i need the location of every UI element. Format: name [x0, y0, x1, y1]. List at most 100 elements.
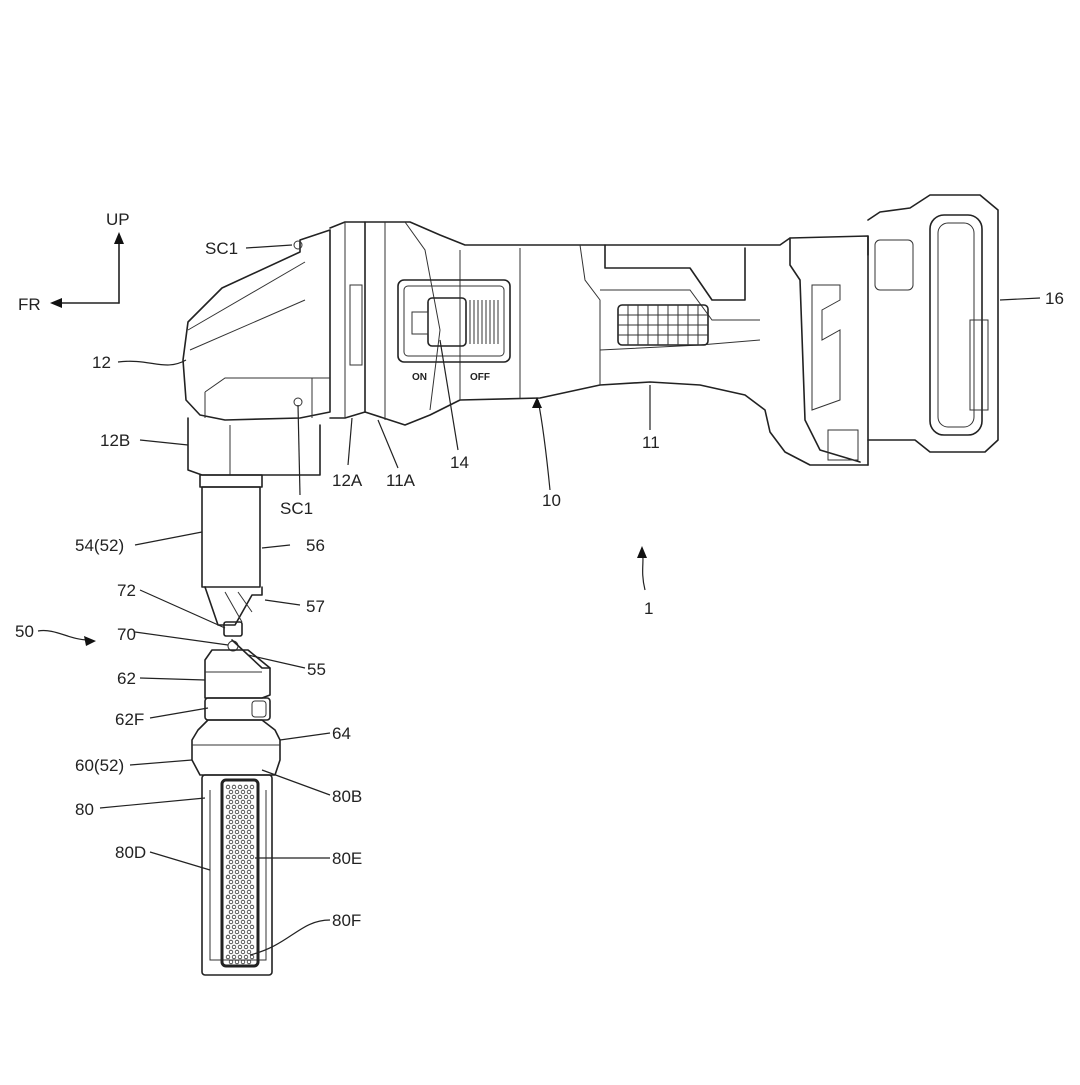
abrasive-dot [234, 879, 240, 885]
abrasive-dot [249, 924, 255, 930]
front-label: FR [18, 295, 41, 314]
abrasive-dot [243, 904, 249, 910]
abrasive-dot [249, 914, 255, 920]
abrasive-dot [225, 944, 231, 950]
abrasive-dot [234, 829, 240, 835]
up-label: UP [106, 210, 130, 229]
label-12: 12 [92, 353, 111, 372]
abrasive-dot [225, 874, 231, 880]
abrasive-dot [243, 784, 249, 790]
abrasive-dot [225, 784, 231, 790]
abrasive-dot [228, 829, 234, 835]
label-62f: 62F [115, 710, 144, 729]
abrasive-dot [231, 854, 237, 860]
abrasive-dot [237, 804, 243, 810]
abrasive-dot [249, 934, 255, 940]
switch-slider-ribs [469, 300, 499, 344]
label-14: 14 [450, 453, 469, 472]
abrasive-dot [246, 919, 252, 925]
abrasive-dot [231, 904, 237, 910]
abrasive-dot [246, 869, 252, 875]
abrasive-dot [225, 954, 231, 960]
abrasive-dot [225, 844, 231, 850]
abrasive-dot [240, 859, 246, 865]
abrasive-dot [243, 794, 249, 800]
abrasive-dot [225, 804, 231, 810]
abrasive-dot [246, 819, 252, 825]
label-80e: 80E [332, 849, 362, 868]
abrasive-dot [246, 889, 252, 895]
abrasive-dot [243, 874, 249, 880]
abrasive-dot [234, 839, 240, 845]
abrasive-dot [231, 914, 237, 920]
abrasive-dot [249, 824, 255, 830]
abrasive-dot [234, 949, 240, 955]
abrasive-dot [249, 954, 255, 960]
label-70: 70 [117, 625, 136, 644]
abrasive-dot [249, 944, 255, 950]
abrasive-dot [234, 869, 240, 875]
abrasive-dot [240, 829, 246, 835]
abrasive-dot [240, 889, 246, 895]
abrasive-dot [237, 784, 243, 790]
abrasive-dot [234, 789, 240, 795]
abrasive-dot [243, 924, 249, 930]
abrasive-dot [237, 814, 243, 820]
abrasive-dot [240, 959, 246, 965]
abrasive-dot [231, 874, 237, 880]
abrasive-dot [228, 949, 234, 955]
abrasive-dot [234, 849, 240, 855]
abrasive-dot [237, 884, 243, 890]
abrasive-dot [246, 929, 252, 935]
abrasive-dot [228, 789, 234, 795]
abrasive-dot [228, 879, 234, 885]
abrasive-dot [231, 844, 237, 850]
abrasive-dot [225, 934, 231, 940]
abrasive-dot [243, 944, 249, 950]
abrasive-dot [246, 829, 252, 835]
abrasive-dot [225, 834, 231, 840]
abrasive-dot [231, 834, 237, 840]
abrasive-dot [234, 799, 240, 805]
abrasive-dot [225, 814, 231, 820]
abrasive-dot [249, 814, 255, 820]
abrasive-dot [240, 839, 246, 845]
abrasive-dot [237, 914, 243, 920]
abrasive-dot [249, 874, 255, 880]
abrasive-dot [234, 889, 240, 895]
label-16: 16 [1045, 289, 1064, 308]
abrasive-dot [234, 859, 240, 865]
abrasive-dot [228, 869, 234, 875]
switch-off-mark: OFF [470, 372, 490, 383]
abrasive-dot [228, 839, 234, 845]
abrasive-dot [246, 799, 252, 805]
label-60-52: 60(52) [75, 756, 124, 775]
abrasive-dot [246, 959, 252, 965]
abrasive-dot [225, 914, 231, 920]
abrasive-dot [225, 904, 231, 910]
abrasive-dot [249, 894, 255, 900]
abrasive-dot [249, 804, 255, 810]
abrasive-dot [228, 899, 234, 905]
abrasive-dot [225, 824, 231, 830]
attachment-assembly [191, 474, 281, 976]
abrasive-dot [249, 864, 255, 870]
label-55: 55 [307, 660, 326, 679]
label-80b: 80B [332, 787, 362, 806]
abrasive-dot [249, 904, 255, 910]
abrasive-dot [231, 814, 237, 820]
abrasive-dot [228, 959, 234, 965]
abrasive-dot [231, 794, 237, 800]
abrasive-dot [231, 894, 237, 900]
label-11: 11 [642, 433, 660, 452]
abrasive-dot [228, 859, 234, 865]
abrasive-dot [228, 939, 234, 945]
abrasive-dot [240, 879, 246, 885]
abrasive-dot [243, 844, 249, 850]
abrasive-dot [237, 864, 243, 870]
label-50: 50 [15, 622, 34, 641]
switch-on-mark: ON [412, 372, 427, 383]
abrasive-dot [237, 874, 243, 880]
abrasive-dot [225, 924, 231, 930]
abrasive-dot [243, 954, 249, 960]
